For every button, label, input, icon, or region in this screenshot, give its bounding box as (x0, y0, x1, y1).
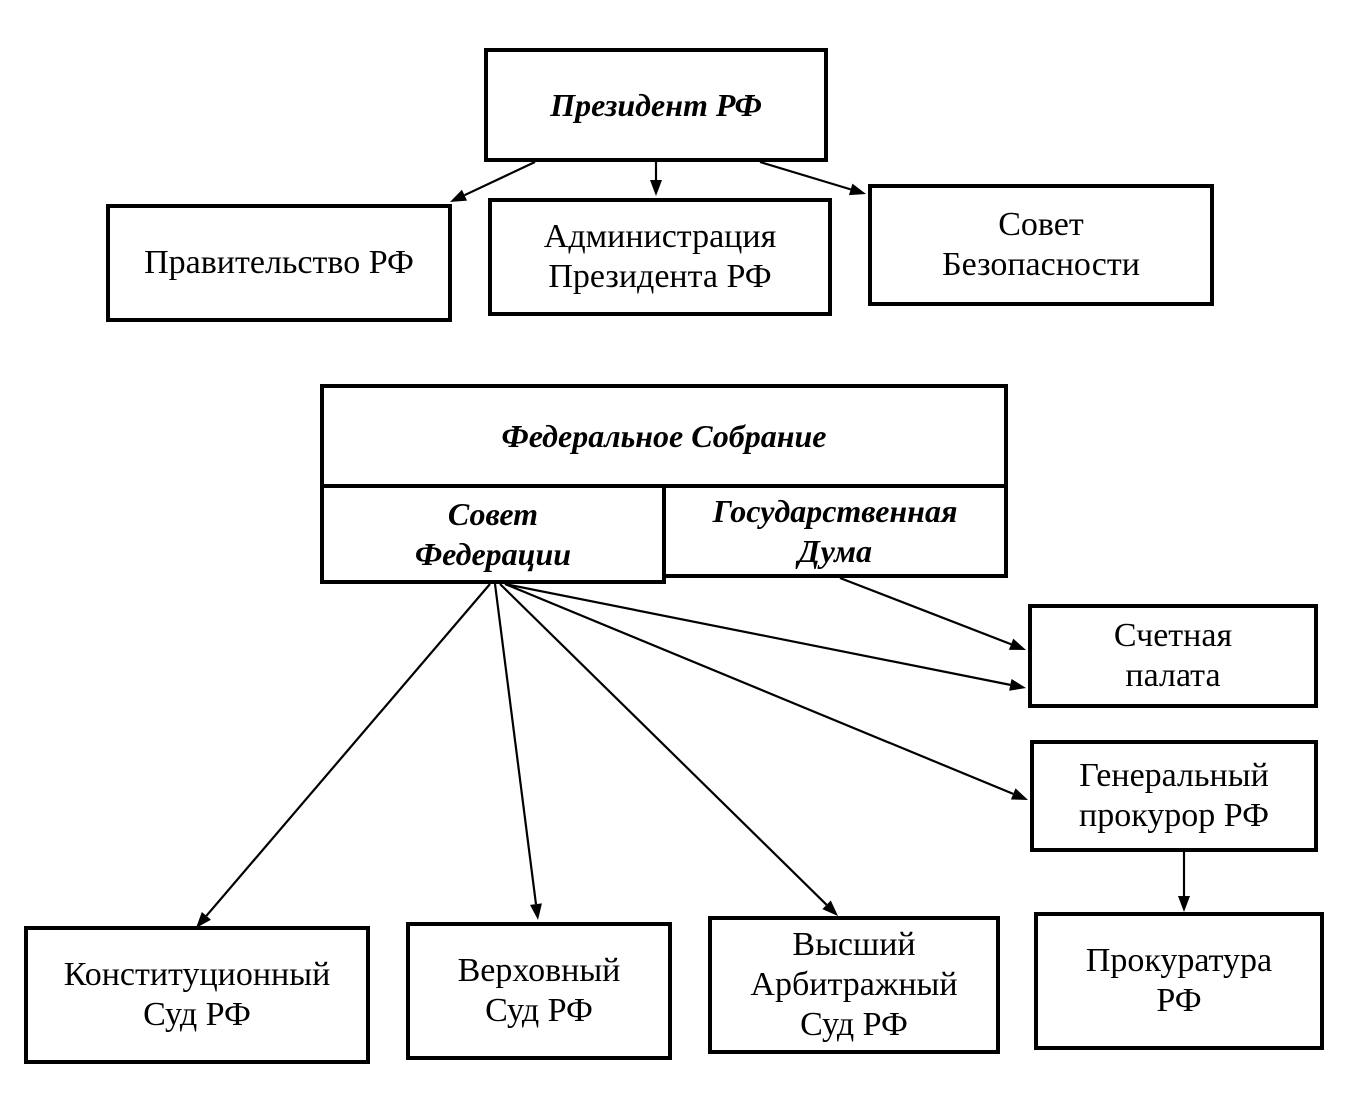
federation-council-box: Совет Федерации (320, 484, 666, 584)
constitutional-court-label-line-1: Конституционный (63, 956, 331, 993)
arrow-federation-council-to-arbitration-court-head (822, 900, 838, 916)
arrow-state-duma-to-accounts-chamber (839, 576, 1026, 650)
arrow-federation-council-to-accounts-chamber-head (1009, 678, 1026, 691)
arrow-federation-council-to-prosecutor-general-line (504, 582, 1014, 795)
constitutional-court-label-line-2: Суд РФ (143, 996, 251, 1033)
prosecutor-general-box: Генеральный прокурор РФ (1030, 740, 1318, 852)
arbitration-court-label-line-1: Высший (792, 926, 916, 963)
arrow-state-duma-to-accounts-chamber-head (1008, 638, 1026, 650)
administration-box: Администрация Президента РФ (488, 198, 832, 316)
federation-council-label-line-2: Федерации (414, 536, 572, 572)
prosecutor-general-label-line-1: Генеральный (1079, 757, 1269, 794)
arbitration-court-box: Высший Арбитражный Суд РФ (708, 916, 1000, 1054)
supreme-court-box: Верховный Суд РФ (406, 922, 672, 1060)
federal-assembly-box: Федеральное Собрание (320, 384, 1008, 488)
arrow-federation-council-to-prosecutor-general (504, 582, 1028, 800)
arrow-state-duma-to-accounts-chamber-line (839, 576, 1012, 646)
prosecutor-general-label-line-2: прокурор РФ (1079, 797, 1269, 834)
arrow-federation-council-to-constitutional-court-head (196, 911, 211, 928)
arbitration-court-label-line-2: Арбитражный (750, 966, 958, 1003)
federal-assembly-label: Федеральное Собрание (501, 418, 827, 454)
supreme-court-label-line-2: Суд РФ (485, 992, 593, 1029)
arrow-federation-council-to-supreme-court-line (493, 583, 538, 905)
prosecution-label-line-1: Прокуратура (1085, 942, 1273, 979)
arrow-president-to-government (450, 161, 536, 202)
state-duma-box: Государственная Дума (662, 484, 1008, 578)
state-duma-label-line-1: Государственная (712, 493, 958, 529)
prosecution-box: Прокуратура РФ (1034, 912, 1324, 1050)
prosecution-label-line-2: РФ (1156, 982, 1202, 1019)
arrow-president-to-security-council (759, 160, 866, 196)
arrow-president-to-security-council-head (848, 183, 866, 196)
arrow-federation-council-to-prosecutor-general-head (1010, 788, 1028, 800)
security-council-label-line-1: Совет (998, 206, 1084, 243)
arrow-president-to-administration (650, 162, 662, 196)
president-box: Президент РФ (484, 48, 828, 162)
arrow-federation-council-to-constitutional-court-line (205, 583, 491, 917)
arrow-president-to-administration-head (650, 180, 662, 196)
arrow-prosecutor-general-to-prosecution-head (1178, 896, 1190, 912)
arrow-prosecutor-general-to-prosecution (1178, 852, 1190, 912)
government-label: Правительство РФ (144, 244, 414, 281)
arrow-federation-council-to-supreme-court-head (530, 903, 542, 920)
security-council-label-line-2: Безопасности (942, 246, 1140, 283)
arbitration-court-label-line-3: Суд РФ (800, 1006, 908, 1043)
accounts-chamber-label-line-1: Счетная (1113, 617, 1233, 654)
security-council-box: Совет Безопасности (868, 184, 1214, 306)
administration-label-line-1: Администрация (543, 218, 777, 255)
arrow-federation-council-to-supreme-court (493, 583, 542, 920)
state-duma-label-line-2: Дума (798, 533, 872, 569)
supreme-court-label-line-1: Верховный (457, 952, 621, 989)
accounts-chamber-label-line-2: палата (1125, 657, 1221, 694)
accounts-chamber-box: Счетная палата (1028, 604, 1318, 708)
arrow-federation-council-to-accounts-chamber-line (504, 582, 1011, 686)
president-label: Президент РФ (550, 87, 762, 123)
government-box: Правительство РФ (106, 204, 452, 322)
federation-council-label-line-1: Совет (447, 496, 539, 532)
arrow-president-to-security-council-line (759, 160, 852, 191)
arrow-federation-council-to-arbitration-court (499, 583, 838, 916)
arrow-president-to-government-line (464, 161, 536, 197)
arrow-federation-council-to-arbitration-court-line (499, 583, 828, 906)
arrow-president-to-government-head (450, 189, 468, 202)
administration-label-line-2: Президента РФ (548, 258, 772, 295)
arrow-federation-council-to-constitutional-court (196, 583, 491, 928)
arrow-federation-council-to-accounts-chamber (504, 582, 1026, 691)
constitutional-court-box: Конституционный Суд РФ (24, 926, 370, 1064)
